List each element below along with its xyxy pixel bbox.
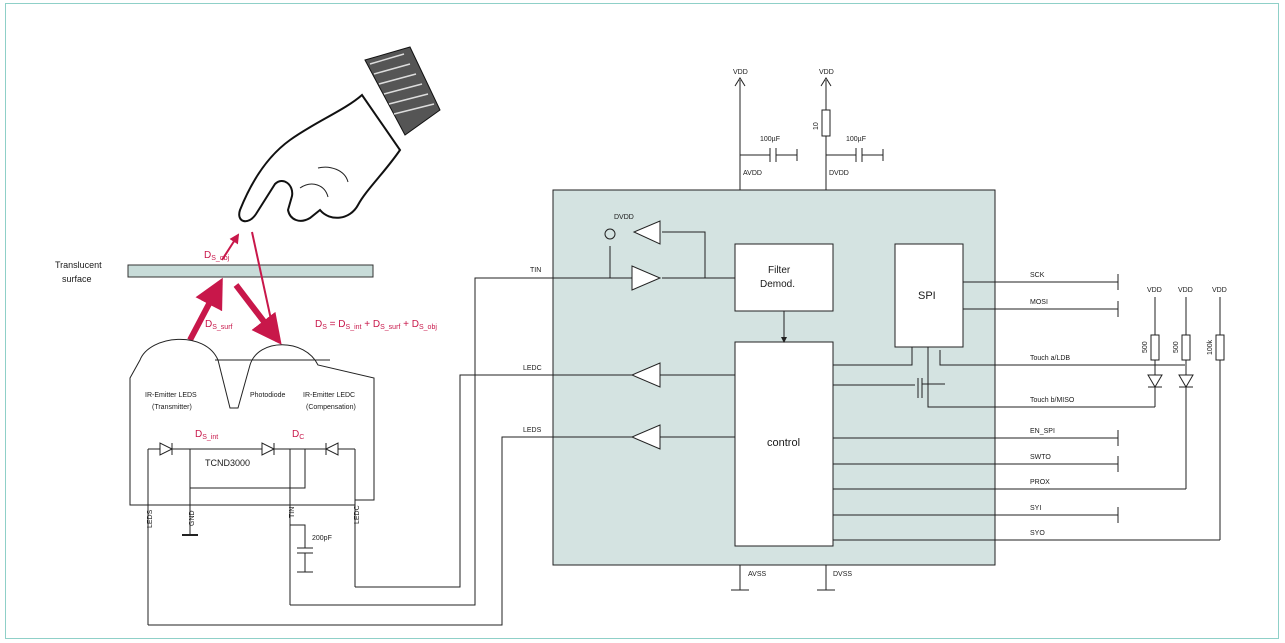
cap-200pf-label: 200pF xyxy=(312,535,332,542)
pin-syi: SYI xyxy=(1030,505,1041,512)
res-500-a: 500 xyxy=(1142,341,1149,353)
pin-mosi: MOSI xyxy=(1030,299,1048,306)
pin-ledc-label: LEDC xyxy=(354,505,361,524)
ir-emitter-leds-label-1: IR-Emitter LEDS xyxy=(145,392,197,399)
avdd-label: AVDD xyxy=(743,170,762,177)
control-block-label: control xyxy=(767,437,800,449)
translucent-surface xyxy=(127,264,374,278)
pin-en-spi: EN_SPI xyxy=(1030,428,1055,435)
pin-touch-a: Touch a/LDB xyxy=(1030,355,1070,362)
photodiode-label: Photodiode xyxy=(250,392,286,399)
equation-label: DS = DS_int + DS_surf + DS_obj xyxy=(315,319,437,331)
chip-dvdd-source-label: DVDD xyxy=(614,214,634,221)
filter-block-line1: Filter xyxy=(768,265,791,276)
right-vdd-2: VDD xyxy=(1178,287,1193,294)
ds-surf-label: DS_surf xyxy=(205,319,233,331)
vdd-dvdd-label: VDD xyxy=(819,69,834,76)
sensor-diodes xyxy=(147,442,356,625)
pin-prox: PROX xyxy=(1030,479,1050,486)
cap-dvdd-label: 100µF xyxy=(846,136,866,143)
chip-ledc-label: LEDC xyxy=(523,365,542,372)
ds-obj-label: DS_obj xyxy=(204,250,230,262)
supply-network xyxy=(734,77,884,190)
chip-tin-label: TIN xyxy=(530,267,541,274)
sensor-to-chip-wires xyxy=(148,277,553,626)
vdd-avdd-label: VDD xyxy=(733,69,748,76)
chip-leds-label: LEDS xyxy=(523,427,542,434)
dvss-label: DVSS xyxy=(833,571,852,578)
ir-emitter-ledc-label-1: IR-Emitter LEDC xyxy=(303,392,355,399)
ir-emitter-ledc-label-2: (Compensation) xyxy=(306,404,356,411)
ir-emitter-leds-label-2: (Transmitter) xyxy=(152,404,192,411)
filter-block-line2: Demod. xyxy=(760,279,795,290)
pin-tin-label: TIN xyxy=(289,507,296,518)
translucent-surface-label-line2: surface xyxy=(62,274,92,284)
pin-syo: SYO xyxy=(1030,530,1045,537)
dvdd-label: DVDD xyxy=(829,170,849,177)
pin-sck: SCK xyxy=(1030,272,1045,279)
res-500-b: 500 xyxy=(1173,341,1180,353)
pin-gnd-label: GND xyxy=(189,510,196,526)
chip-internal xyxy=(553,220,1220,591)
cap-avdd-label: 100µF xyxy=(760,136,780,143)
indicator-network xyxy=(1147,297,1225,540)
capacitor-200pf xyxy=(290,524,313,573)
hand-icon xyxy=(238,46,441,223)
sensor-housing xyxy=(129,338,375,506)
translucent-surface-label-line1: Translucent xyxy=(55,260,102,270)
pin-leds-label: LEDS xyxy=(147,509,154,528)
res-10-label: 10 xyxy=(813,122,820,130)
res-100k: 100k xyxy=(1207,339,1214,355)
right-vdd-3: VDD xyxy=(1212,287,1227,294)
ds-int-label: DS_int xyxy=(195,429,218,441)
avss-label: AVSS xyxy=(748,571,766,578)
dc-label: DC xyxy=(292,429,304,441)
spi-block-label: SPI xyxy=(918,290,936,302)
pin-touch-b: Touch b/MISO xyxy=(1030,397,1075,404)
right-vdd-1: VDD xyxy=(1147,287,1162,294)
sensor-part-label: TCND3000 xyxy=(205,458,250,468)
pin-swto: SWTO xyxy=(1030,454,1051,461)
